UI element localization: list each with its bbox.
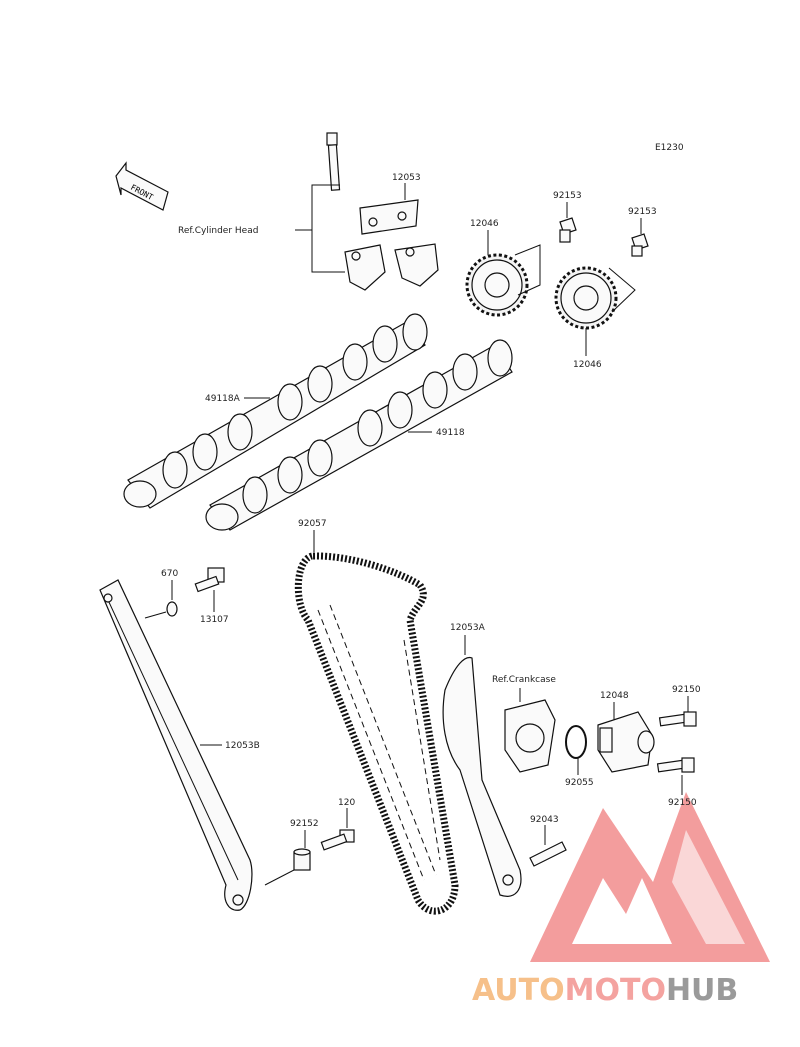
label-92153-a: 92153 [553,191,582,201]
dowel-pin-92043 [529,841,567,867]
label-120: 120 [338,798,355,808]
bolt-120 [320,829,355,851]
o-ring-670 [166,601,178,617]
cam-holder-bracket [359,199,419,235]
front-arrow-icon: FRONT [115,161,169,211]
cam-sprocket-b [554,266,618,330]
tensioner-bolt-b [656,757,695,773]
chain-tensioner-12048 [597,711,655,773]
label-12046-b: 12046 [573,360,602,370]
sprocket-bolt-b [631,233,649,257]
label-670: 670 [161,569,178,579]
label-49118: 49118 [436,428,465,438]
label-92150-b: 92150 [668,798,697,808]
label-12046-a: 12046 [470,219,499,229]
tensioner-bolt-a [658,711,697,727]
label-13107: 13107 [200,615,229,625]
watermark-logo [530,792,770,962]
label-92057: 92057 [298,519,327,529]
label-92043: 92043 [530,815,559,825]
chain-guide-12053B [99,579,253,911]
camshaft-intake [123,313,428,509]
label-12053: 12053 [392,173,421,183]
cam-chain [294,552,459,915]
cam-sprocket-a [465,253,529,317]
ref-crankcase: Ref.Crankcase [492,675,556,685]
collar-92152 [293,848,311,871]
label-12048: 12048 [600,691,629,701]
watermark-text: AUTOMOTOHUB [472,973,738,1008]
label-12053A: 12053A [450,623,486,633]
label-12053B: 12053B [225,741,260,751]
tensioner-seat [504,699,556,773]
ref-cylinder-head: Ref.Cylinder Head [178,226,258,236]
guide-bolt-13107 [194,567,225,593]
head-bolt [326,132,341,191]
chain-guide-12053A [442,656,522,897]
gasket-92055 [565,725,587,759]
label-92153-b: 92153 [628,207,657,217]
label-92150-a: 92150 [672,685,701,695]
label-49118A: 49118A [205,394,241,404]
cam-caps [344,243,439,291]
label-92152: 92152 [290,819,319,829]
camshaft-exhaust [205,339,513,531]
label-92055: 92055 [565,778,594,788]
diagram-code: E1230 [655,143,684,153]
sprocket-bolt-a [559,217,577,243]
